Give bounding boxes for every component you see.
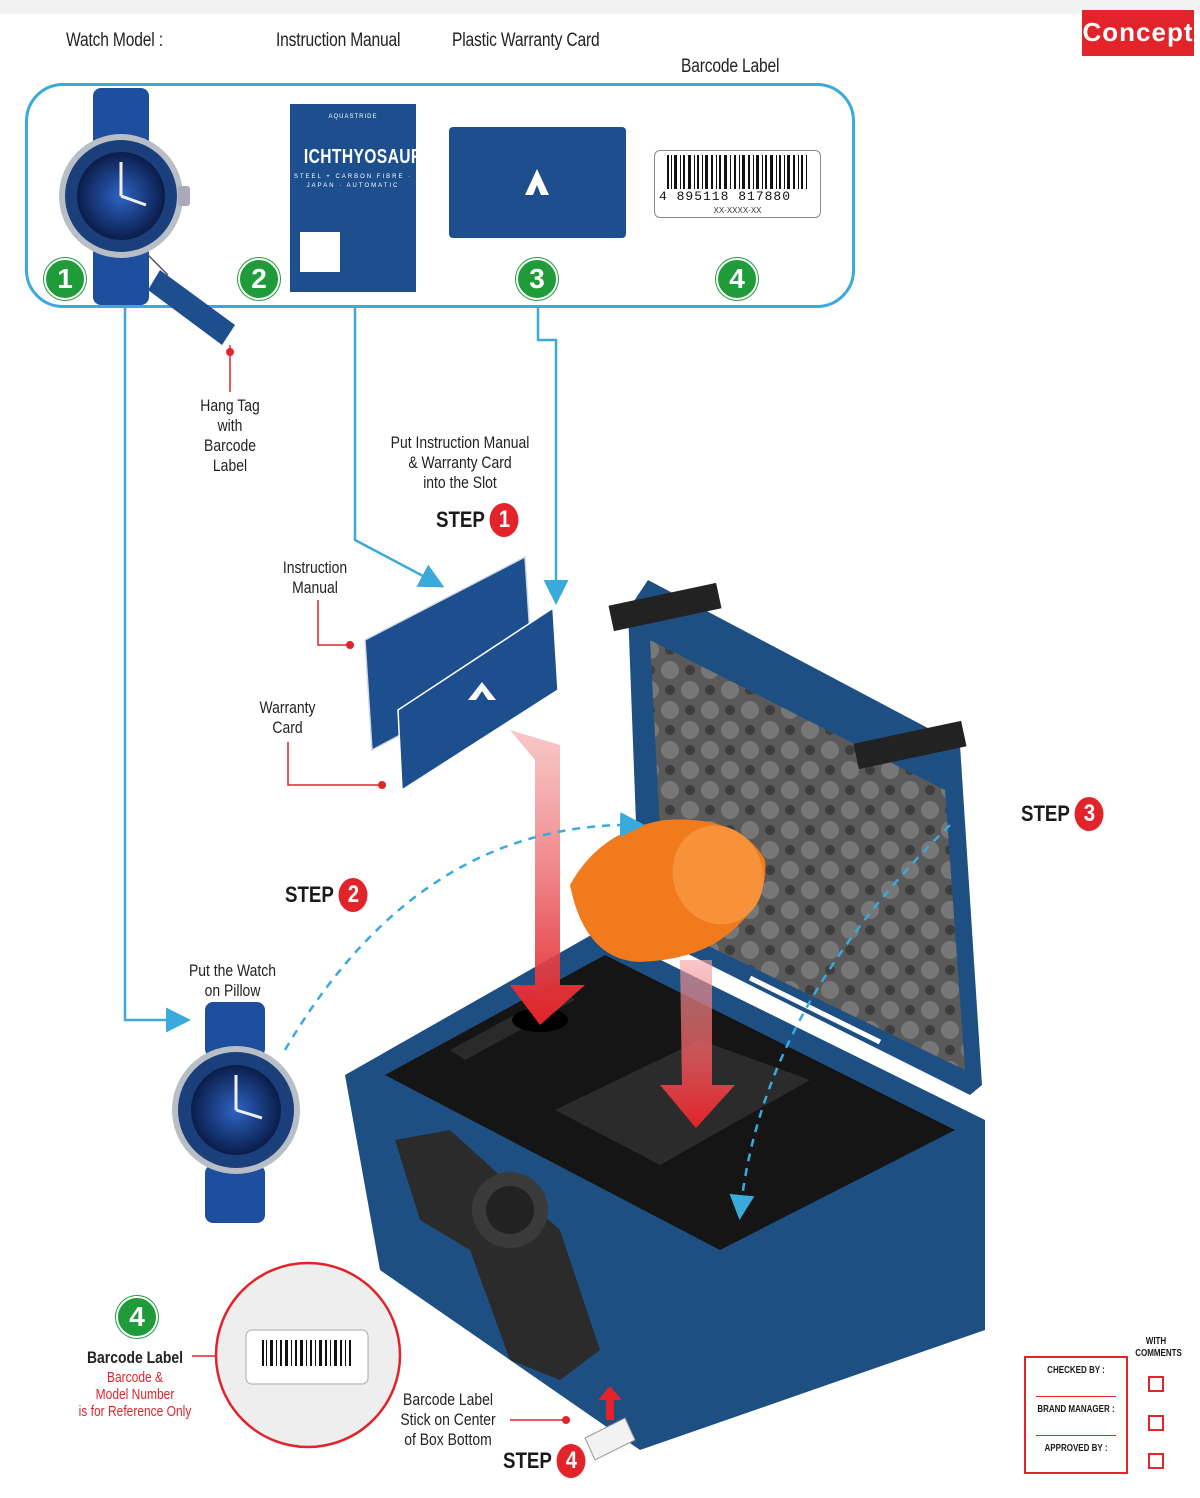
red-arrow-2 [660,960,735,1128]
approval-table: CHECKED BY : BRAND MANAGER : APPROVED BY… [1024,1356,1128,1474]
barcode-code: XX-XXXX-XX [713,206,762,215]
brand-badge: Concept [1082,10,1194,56]
put-manual-label: Put Instruction Manual & Warranty Card i… [386,433,534,493]
checkbox-checked-by[interactable] [1148,1376,1164,1392]
approval-row-checked: CHECKED BY : [1036,1358,1116,1397]
hang-tag-label: Hang Tag with Barcode Label [189,396,271,476]
put-manual-line-1: Put Instruction Manual [390,433,530,452]
step-2-word: STEP [285,882,334,907]
brand-logo-icon [525,169,549,195]
put-manual-line-2: & Warranty Card [408,453,512,472]
top-bar [0,0,1200,14]
item-number-3: 3 [516,258,558,300]
manual-brand: AQUASTRIDE [328,114,378,120]
item-number-4: 4 [716,258,758,300]
step-1-word: STEP [436,507,485,532]
stick-label-line-1: Barcode Label [403,1390,493,1409]
instruction-manual-line-1: Instruction [282,558,348,577]
step-4-word: STEP [503,1448,552,1473]
put-watch-line-1: Put the Watch [188,961,277,980]
stick-label-note: Barcode Label Stick on Center of Box Bot… [399,1390,497,1450]
ref-note-line-3: is for Reference Only [78,1403,192,1420]
item-number-2: 2 [238,258,280,300]
watch-pillow [570,819,766,962]
barcode-label-image: 4 895118 817880 XX-XXXX-XX [654,150,821,218]
put-watch-label: Put the Watch on Pillow [185,961,279,1001]
step-2-number: 2 [338,878,368,912]
barcode-digits: 4 895118 817880 [659,189,792,204]
step-1-number: 1 [489,503,519,537]
warranty-card-label: Warranty Card [253,698,323,738]
put-watch-line-2: on Pillow [204,981,261,1000]
approval-row-approved: APPROVED BY : [1044,1443,1108,1454]
item-number-1: 1 [44,258,86,300]
approval-row-brand-manager: BRAND MANAGER : [1036,1397,1116,1436]
put-manual-line-3: into the Slot [423,473,497,492]
step-2-label: STEP 2 [285,878,368,912]
warranty-card-line-2: Card [272,718,303,737]
barcode-bars-icon [667,155,807,189]
step-4-number: 4 [556,1444,586,1478]
with-comments-label: WITH COMMENTS [1135,1336,1182,1359]
label-instruction-manual: Instruction Manual [276,30,401,51]
item-number-4-bottom: 4 [116,1296,158,1338]
barcode-label-bottom: Barcode Label [86,1348,184,1367]
stick-label-line-3: of Box Bottom [404,1430,492,1449]
manual-and-card-inserts [364,429,559,792]
checkbox-brand-manager[interactable] [1148,1415,1164,1431]
hang-tag-line-2: with [217,416,243,435]
barcode-zoom-circle [214,1261,402,1449]
hang-tag-icon [147,254,235,392]
bottom-label-arrow [584,1386,636,1461]
instruction-manual-image: AQUASTRIDE ICHTHYOSAUR STEEL + CARBON FI… [290,104,423,292]
ref-note-line-2: Model Number [95,1386,175,1403]
ref-note-line-1: Barcode & [106,1369,164,1386]
step-3-word: STEP [1021,801,1070,826]
qr-code-icon [300,232,340,272]
manual-subtitle: STEEL + CARBON FIBRE · JAPAN · AUTOMATIC [293,174,413,189]
instruction-manual-line-2: Manual [292,578,338,597]
case-lid [608,580,982,1095]
label-watch-model: Watch Model : [66,30,163,51]
watch-on-pillow-icon [172,1002,300,1223]
step-3-label: STEP 3 [1021,797,1104,831]
step-1-label: STEP 1 [436,503,519,537]
hang-tag-line-3: Barcode Label [204,436,256,475]
watch-icon [59,88,190,305]
step-3-number: 3 [1074,797,1104,831]
stick-label-line-2: Stick on Center [400,1410,496,1429]
barcode-reference-note: Barcode & Model Number is for Reference … [75,1369,195,1420]
warranty-card-image [449,127,626,238]
items-panel [25,83,855,308]
step-4-label: STEP 4 [503,1444,586,1478]
label-plastic-warranty-card: Plastic Warranty Card [452,30,600,51]
checkbox-approved-by[interactable] [1148,1453,1164,1469]
instruction-manual-label: Instruction Manual [278,558,352,598]
warranty-card-line-1: Warranty [259,698,316,717]
manual-title: ICHTHYOSAUR [303,146,423,168]
red-arrow-1 [510,730,585,1025]
hang-tag-line-1: Hang Tag [200,396,260,415]
label-barcode-label: Barcode Label [681,56,780,77]
